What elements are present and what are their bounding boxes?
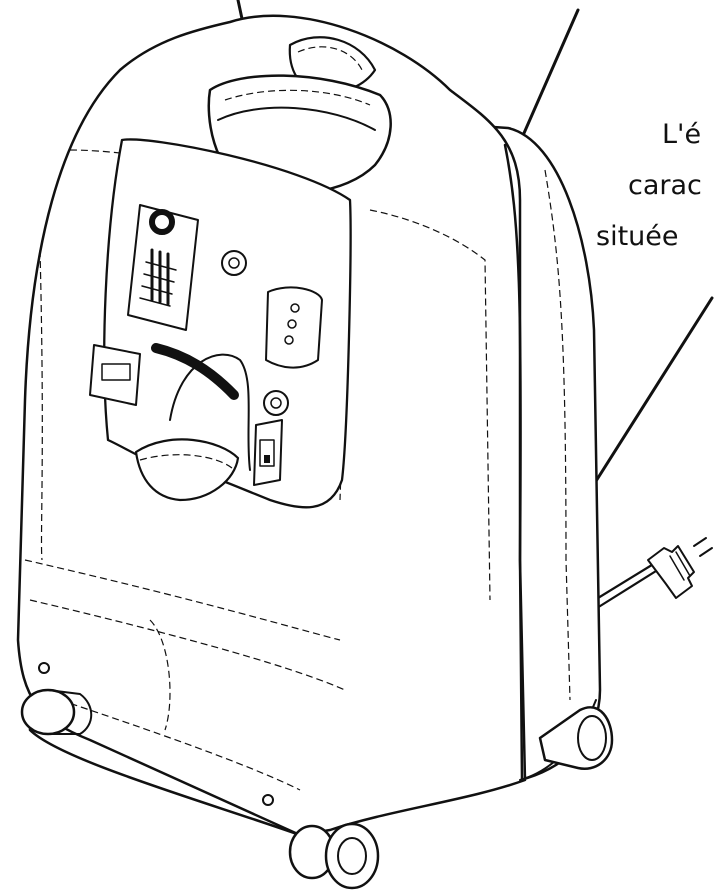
wheel-front-right bbox=[288, 822, 380, 890]
callout-line-3: située bbox=[596, 221, 679, 252]
power-cord bbox=[583, 537, 713, 615]
wheel-front-left bbox=[20, 688, 93, 736]
callout-line-1: L'é bbox=[662, 119, 701, 150]
power-plug-icon bbox=[647, 537, 713, 599]
oxygen-concentrator-illustration bbox=[16, 14, 602, 837]
leader-line-top-edge bbox=[519, 8, 580, 142]
leader-line-side-label bbox=[582, 296, 714, 502]
wheel-rear-right bbox=[538, 706, 614, 771]
wheels bbox=[20, 688, 614, 890]
callout-label: L'é carac située bbox=[596, 119, 702, 252]
callout-line-2: carac bbox=[628, 170, 702, 201]
